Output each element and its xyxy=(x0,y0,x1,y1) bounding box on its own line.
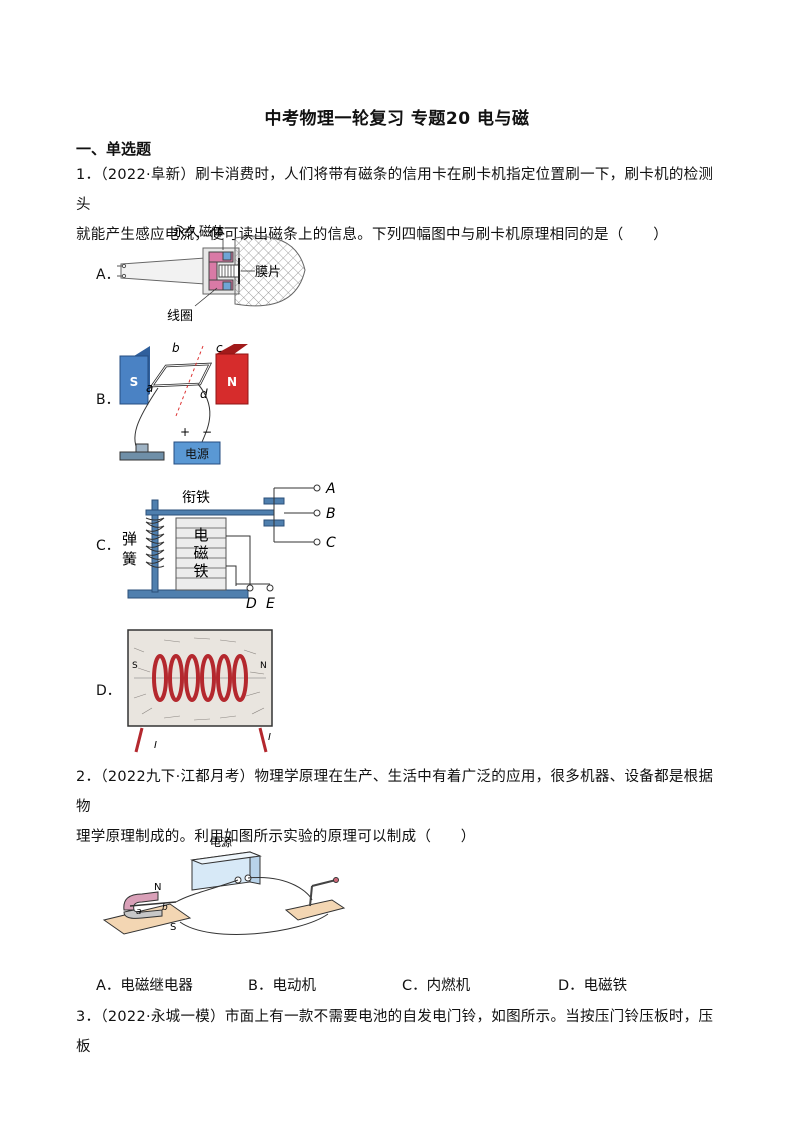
figure-a-membrane-label: 膜片 xyxy=(255,265,281,280)
figure-c-armature-label: 衔铁 xyxy=(182,490,210,506)
figure-b-label-c: c xyxy=(216,341,223,355)
figure-b-label-a: a xyxy=(146,381,153,395)
figure-c-terminal-e: E xyxy=(266,596,275,612)
figure-b-label-d: d xyxy=(200,387,208,401)
question-1-line-1: 1．（2022·阜新）刷卡消费时，人们将带有磁条的信用卡在刷卡机指定位置刷一下，… xyxy=(76,167,714,213)
figure-c-spring-char2: 簧 xyxy=(122,550,137,568)
question-1: 1．（2022·阜新）刷卡消费时，人们将带有磁条的信用卡在刷卡机指定位置刷一下，… xyxy=(76,160,718,250)
figure-q2-label-b: b xyxy=(162,903,168,913)
figure-d-current-left: I xyxy=(154,740,157,751)
figure-d-current-right: I xyxy=(268,732,271,743)
figure-a-microphone: 永久磁体 膜片 线圈 xyxy=(117,225,306,324)
figure-b-n-pole: N xyxy=(227,375,237,389)
question-3-line-1: 3．（2022·永城一模）市面上有一款不需要电池的自发电门铃，如图所示。当按压门… xyxy=(76,1009,714,1055)
option-d-label: D． xyxy=(96,683,121,699)
figure-q2-experiment: 电源 N S a b xyxy=(102,835,346,935)
option-c-label: C． xyxy=(96,538,120,554)
figure-a-coil-label: 线圈 xyxy=(167,309,193,324)
figure-d-solenoid: S N I I xyxy=(127,629,273,753)
figure-c-terminal-b: B xyxy=(326,506,336,522)
figure-b-power-label: 电源 xyxy=(185,447,209,461)
figure-d-s-pole: S xyxy=(132,661,138,671)
figure-q2-label-a: a xyxy=(136,907,142,917)
figure-c-em-char3: 铁 xyxy=(193,562,208,580)
question-2-line-1: 2．（2022九下·江都月考）物理学原理在生产、生活中有着广泛的应用，很多机器、… xyxy=(76,769,714,815)
figure-d-n-pole: N xyxy=(260,661,267,671)
page-title: 中考物理一轮复习 专题20 电与磁 xyxy=(264,109,530,129)
question-3: 3．（2022·永城一模）市面上有一款不需要电池的自发电门铃，如图所示。当按压门… xyxy=(76,1002,718,1062)
figure-b-motor: S N b c a d 电源 + − xyxy=(119,341,249,465)
figure-c-terminal-a: A xyxy=(325,481,336,497)
figure-b-plus: + xyxy=(180,425,190,439)
section-heading: 一、单选题 xyxy=(76,140,152,158)
figure-c-terminal-d: D xyxy=(246,596,257,612)
question-2: 2．（2022九下·江都月考）物理学原理在生产、生活中有着广泛的应用，很多机器、… xyxy=(76,762,718,852)
figure-c-em-char2: 磁 xyxy=(193,544,208,562)
option-a-label: A． xyxy=(96,267,120,283)
choice-c[interactable]: C．内燃机 xyxy=(402,978,471,994)
figure-b-minus: − xyxy=(202,425,212,439)
choice-a[interactable]: A．电磁继电器 xyxy=(96,978,193,994)
figure-b-label-b: b xyxy=(172,341,180,355)
choice-d[interactable]: D．电磁铁 xyxy=(558,978,628,994)
figure-b-s-pole: S xyxy=(130,375,139,389)
figure-q2-n-pole: N xyxy=(154,882,161,893)
figure-c-relay: 电 磁 铁 衔铁 弹 簧 A B C D E xyxy=(122,481,336,612)
question-2-line-2: 理学原理制成的。利用如图所示实验的原理可以制成（ ） xyxy=(76,829,476,845)
figure-q2-power-label: 电源 xyxy=(210,835,232,849)
question-1-line-2: 就能产生感应电流，便可读出磁条上的信息。下列四幅图中与刷卡机原理相同的是（ ） xyxy=(76,227,668,243)
choice-b[interactable]: B．电动机 xyxy=(248,978,316,994)
figure-c-em-char1: 电 xyxy=(193,526,208,544)
option-b-label: B． xyxy=(96,392,120,408)
figure-c-terminal-c: C xyxy=(326,535,336,551)
figure-c-spring-char1: 弹 xyxy=(122,530,137,548)
figure-q2-s-pole: S xyxy=(170,922,176,933)
figure-a-magnet-label: 永久磁体 xyxy=(173,225,225,240)
